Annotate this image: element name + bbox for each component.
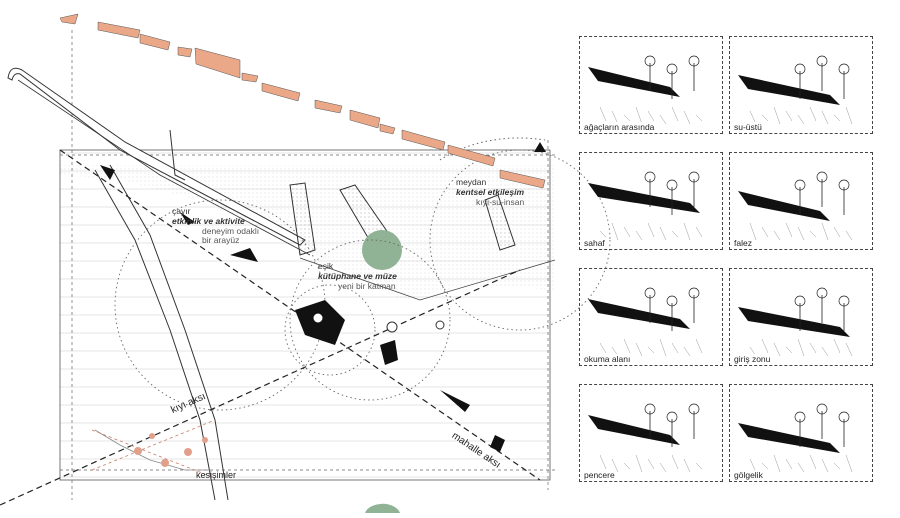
zone-circle-inner bbox=[284, 284, 376, 376]
vignette-panel: pencere bbox=[579, 384, 723, 482]
vignette-drawing bbox=[738, 55, 853, 125]
label-esik-sub: kütüphane ve müze bbox=[318, 270, 397, 281]
building-end bbox=[490, 435, 505, 452]
vignette-caption: su-üstü bbox=[732, 122, 764, 132]
vignette-panel: falez bbox=[729, 152, 873, 250]
tree-icon bbox=[794, 295, 806, 307]
vignette-panel: okuma alanı bbox=[579, 268, 723, 366]
label-meydan-sub: kentsel etkileşim bbox=[456, 186, 525, 197]
tree-icon bbox=[644, 403, 656, 415]
tree-icon bbox=[816, 403, 828, 415]
axis-kesisimler: kesişimler bbox=[196, 470, 237, 480]
zone-circle-meydan bbox=[429, 149, 611, 331]
tree-icon bbox=[644, 287, 656, 299]
vignette-volume bbox=[738, 191, 830, 221]
vignette-caption: falez bbox=[732, 238, 754, 248]
building-wedge-3 bbox=[100, 165, 115, 180]
vignette-drawing bbox=[588, 403, 703, 473]
kiyi-axis-line bbox=[0, 269, 521, 506]
pier-block-3 bbox=[484, 194, 516, 251]
label-cayir: çayır etkinlik ve aktivite deneyim odakl… bbox=[172, 206, 260, 246]
vignette-drawing bbox=[588, 171, 703, 241]
vignette-drawing bbox=[588, 287, 703, 357]
green-circle-partial bbox=[365, 503, 400, 513]
vignette-caption: pencere bbox=[582, 470, 617, 480]
vignette-caption: sahaf bbox=[582, 238, 607, 248]
vignette-caption: gölgelik bbox=[732, 470, 765, 480]
pier-block-1 bbox=[289, 182, 316, 256]
tree-icon bbox=[688, 55, 700, 67]
elevation-strip bbox=[59, 13, 546, 189]
tree-icon bbox=[838, 295, 850, 307]
tree-icon bbox=[688, 287, 700, 299]
vignette-volume bbox=[738, 75, 840, 105]
tree-icon bbox=[666, 295, 678, 307]
tree-icon bbox=[666, 179, 678, 191]
plan-marker-2 bbox=[435, 320, 445, 330]
label-cayir-desc2: bir arayüz bbox=[202, 235, 240, 246]
vignette-caption: giriş zonu bbox=[732, 354, 773, 364]
tree-icon bbox=[838, 63, 850, 75]
label-cayir-title: çayır bbox=[172, 206, 191, 216]
shore-diag bbox=[299, 257, 556, 301]
vignette-volume bbox=[588, 415, 680, 445]
building-small-1 bbox=[380, 340, 398, 365]
building-wedge-4 bbox=[180, 212, 195, 225]
tree-icon bbox=[794, 63, 806, 75]
tree-icon bbox=[666, 411, 678, 423]
tree-icon bbox=[666, 63, 678, 75]
vignette-drawing bbox=[738, 287, 853, 357]
building-wedge-2 bbox=[440, 390, 470, 412]
label-cayir-desc1: deneyim odaklı bbox=[202, 225, 260, 236]
vignette-panel: su-üstü bbox=[729, 36, 873, 134]
label-meydan: meydan kentsel etkileşim kıyı-su-insan bbox=[456, 177, 525, 207]
kesisimler-inset bbox=[91, 419, 216, 479]
vignette-panel: gölgelik bbox=[729, 384, 873, 482]
vignette-volume bbox=[738, 423, 840, 453]
vignette-volume bbox=[588, 67, 680, 97]
tree-icon bbox=[644, 171, 656, 183]
label-esik-title: eşik bbox=[318, 261, 334, 271]
vignette-panel: giriş zonu bbox=[729, 268, 873, 366]
vignette-panel: sahaf bbox=[579, 152, 723, 250]
north-arrow bbox=[534, 142, 546, 152]
vignette-volume bbox=[738, 307, 850, 337]
road-west bbox=[94, 169, 216, 501]
label-cayir-sub: etkinlik ve aktivite bbox=[172, 215, 245, 226]
tree-icon bbox=[816, 287, 828, 299]
tree-icon bbox=[688, 171, 700, 183]
tree-icon bbox=[688, 403, 700, 415]
tree-icon bbox=[838, 411, 850, 423]
road-pier-vert bbox=[169, 129, 186, 181]
vignette-drawing bbox=[588, 55, 703, 125]
zone-circle-esik bbox=[289, 239, 451, 401]
road-west-2 bbox=[109, 164, 229, 501]
plan-marker-1 bbox=[386, 321, 398, 333]
tree-icon bbox=[794, 411, 806, 423]
building-wedge-1 bbox=[230, 248, 258, 262]
library-court bbox=[312, 312, 324, 324]
tree-icon bbox=[644, 55, 656, 67]
tree-icon bbox=[794, 179, 806, 191]
vignette-drawing bbox=[738, 171, 853, 241]
tree-icon bbox=[816, 55, 828, 67]
tree-icon bbox=[816, 171, 828, 183]
label-esik: eşik kütüphane ve müze yeni bir katman bbox=[318, 261, 397, 291]
pier-road-outline bbox=[17, 79, 311, 256]
vignette-caption: ağaçların arasında bbox=[582, 122, 657, 132]
label-meydan-desc: kıyı-su-insan bbox=[476, 196, 525, 207]
vignette-drawing bbox=[738, 403, 853, 473]
vignette-caption: okuma alanı bbox=[582, 354, 633, 364]
vignette-panel: ağaçların arasında bbox=[579, 36, 723, 134]
label-esik-desc: yeni bir katman bbox=[338, 280, 396, 291]
vignette-volume bbox=[588, 183, 700, 213]
tree-icon bbox=[838, 179, 850, 191]
label-meydan-title: meydan bbox=[456, 177, 487, 187]
vignette-volume bbox=[588, 299, 690, 329]
